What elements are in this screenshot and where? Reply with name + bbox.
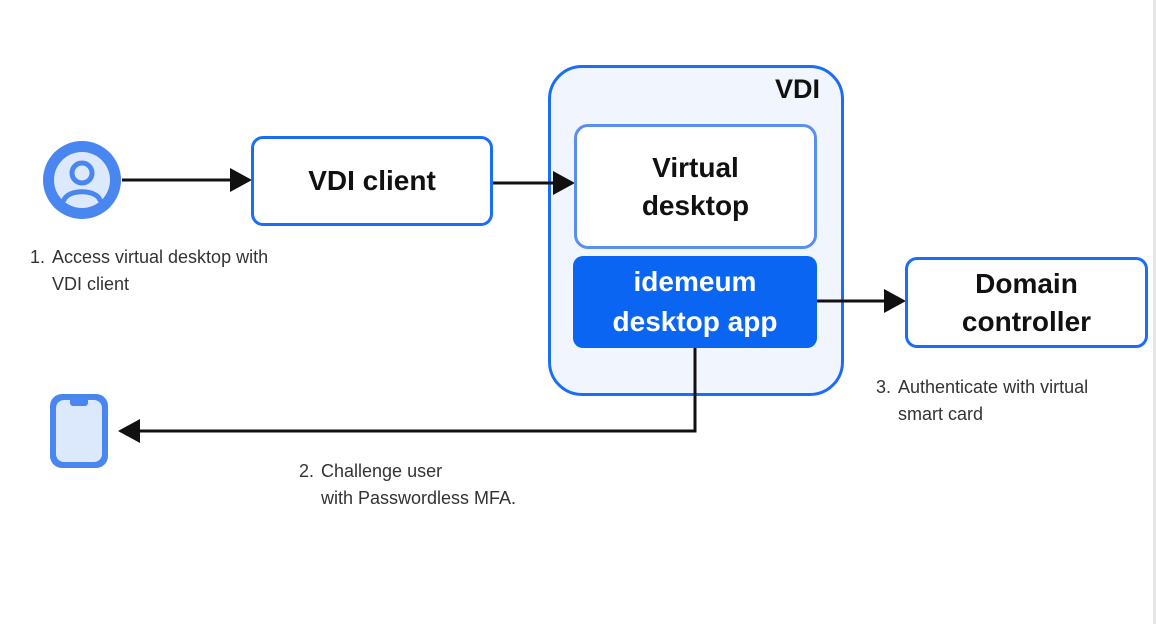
virtual-desktop-label: Virtual desktop [641,151,750,221]
vdi-client-label: VDI client [308,165,436,196]
domain-controller-label: Domain controller [961,267,1092,337]
mobile-device-icon [50,394,108,468]
user-avatar-icon [43,141,121,219]
step-line: Access virtual desktop with [52,247,269,267]
step-number: 2. [299,461,315,481]
arrow-user-to-client [122,168,252,192]
vdi-client-node: VDI client [251,136,493,226]
arrow-app-to-domain-controller [817,289,906,313]
step-2-caption: 2. Challenge user with Passwordless MFA. [299,458,579,512]
virtual-desktop-node: Virtual desktop [574,124,817,249]
step-3-caption: 3. Authenticate with virtual smart card [876,374,1146,428]
desktop-app-label: idemeum desktop app [612,266,778,337]
step-line: VDI client [52,274,130,294]
right-edge-divider [1153,0,1156,624]
step-line: Challenge user [321,461,443,481]
step-number: 1. [30,247,46,267]
arrow-client-to-virtual-desktop [493,171,575,195]
step-line: Authenticate with virtual [898,377,1089,397]
idemeum-desktop-app-node: idemeum desktop app [573,256,817,348]
vdi-group-title: VDI [774,74,820,104]
step-number: 3. [876,377,892,397]
step-line: with Passwordless MFA. [321,488,517,508]
step-line: smart card [898,404,984,424]
arrow-app-to-phone [118,348,697,443]
domain-controller-node: Domain controller [905,257,1148,348]
step-1-caption: 1. Access virtual desktop with VDI clien… [30,244,330,298]
